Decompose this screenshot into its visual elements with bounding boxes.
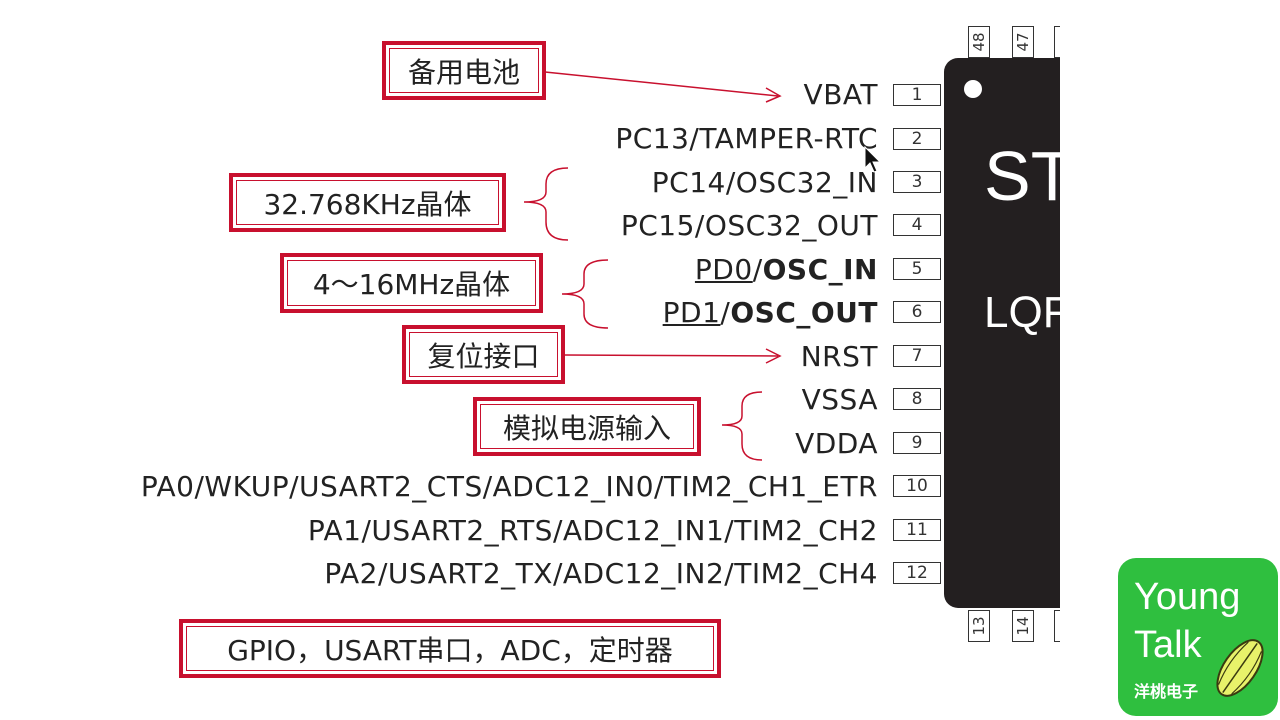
- arrowhead-vbat: [765, 87, 782, 103]
- pin-label-5-prefix: PD0: [694, 253, 753, 286]
- top-pin-48: 48: [968, 26, 990, 58]
- callout-32k-crystal: 32.768KHz晶体: [229, 173, 506, 232]
- arrowhead-nrst: [765, 348, 782, 364]
- top-pin-47: 47: [1012, 26, 1034, 58]
- callout-gpio-note-text: GPIO，USART串口，ADC，定时器: [186, 626, 714, 671]
- mouse-cursor-icon: [864, 146, 882, 173]
- pin-box-3: 3: [893, 171, 941, 193]
- logo-text-young: Young: [1134, 576, 1241, 618]
- pin-box-10: 10: [893, 475, 941, 497]
- pin-label-2: PC13/TAMPER-RTC: [615, 122, 878, 155]
- pin-label-6-bold: OSC_OUT: [730, 296, 878, 329]
- callout-reset: 复位接口: [402, 325, 565, 384]
- pin-label-11: PA1/USART2_RTS/ADC12_IN1/TIM2_CH2: [307, 514, 878, 547]
- pin-box-5: 5: [893, 258, 941, 280]
- callout-reset-text: 复位接口: [409, 332, 558, 377]
- callout-backup-battery: 备用电池: [382, 41, 546, 100]
- pin-box-1: 1: [893, 84, 941, 106]
- pin-label-12: PA2/USART2_TX/ADC12_IN2/TIM2_CH4: [324, 557, 878, 590]
- pin-label-5-bold: OSC_IN: [762, 253, 878, 286]
- pin-box-12: 12: [893, 562, 941, 584]
- pin-label-5-sep: /: [752, 253, 763, 286]
- pin1-marker: [964, 80, 982, 98]
- starfruit-icon: [1216, 639, 1264, 697]
- pin-label-8: VSSA: [801, 383, 878, 416]
- callout-hse-crystal-text: 4～16MHz晶体: [287, 260, 536, 306]
- pin-box-8: 8: [893, 388, 941, 410]
- pin-label-9: VDDA: [795, 427, 878, 460]
- pin-label-6: PD1/OSC_OUT: [663, 295, 878, 331]
- chip-label-line1: ST: [984, 137, 1074, 215]
- pin-label-10: PA0/WKUP/USART2_CTS/ADC12_IN0/TIM2_CH1_E…: [140, 470, 878, 503]
- pin-box-4: 4: [893, 214, 941, 236]
- callout-hse-crystal: 4～16MHz晶体: [280, 253, 543, 313]
- pin-box-2: 2: [893, 128, 941, 150]
- brace-hse: [561, 259, 609, 329]
- frame-crop: [1060, 0, 1120, 660]
- pin-label-7: NRST: [800, 340, 878, 373]
- logo-text-cn: 洋桃电子: [1134, 684, 1199, 701]
- chip-label-line2: LQF: [984, 288, 1070, 337]
- arrow-nrst: [564, 354, 779, 357]
- brace-32k: [523, 167, 569, 241]
- callout-32k-crystal-text: 32.768KHz晶体: [236, 180, 499, 225]
- pin-box-7: 7: [893, 345, 941, 367]
- pin-label-3: PC14/OSC32_IN: [651, 166, 878, 199]
- arrow-vbat: [544, 71, 779, 97]
- pin-label-6-sep: /: [720, 296, 731, 329]
- callout-backup-battery-text: 备用电池: [389, 48, 539, 93]
- youngtalk-logo: Young Talk 洋桃电子: [1118, 558, 1278, 716]
- pin-box-6: 6: [893, 301, 941, 323]
- callout-gpio-note: GPIO，USART串口，ADC，定时器: [179, 619, 721, 678]
- bottom-pin-13: 13: [968, 610, 990, 642]
- logo-text-talk: Talk: [1134, 624, 1202, 666]
- brace-analog: [721, 391, 763, 461]
- callout-analog-power-text: 模拟电源输入: [480, 404, 694, 449]
- pin-label-4: PC15/OSC32_OUT: [620, 209, 878, 242]
- pin-label-6-prefix: PD1: [662, 296, 721, 329]
- pin-label-1: VBAT: [803, 78, 878, 111]
- pin-box-9: 9: [893, 432, 941, 454]
- pin-box-11: 11: [893, 519, 941, 541]
- callout-analog-power: 模拟电源输入: [473, 397, 701, 456]
- pin-label-5: PD0/OSC_IN: [695, 252, 878, 288]
- bottom-pin-14: 14: [1012, 610, 1034, 642]
